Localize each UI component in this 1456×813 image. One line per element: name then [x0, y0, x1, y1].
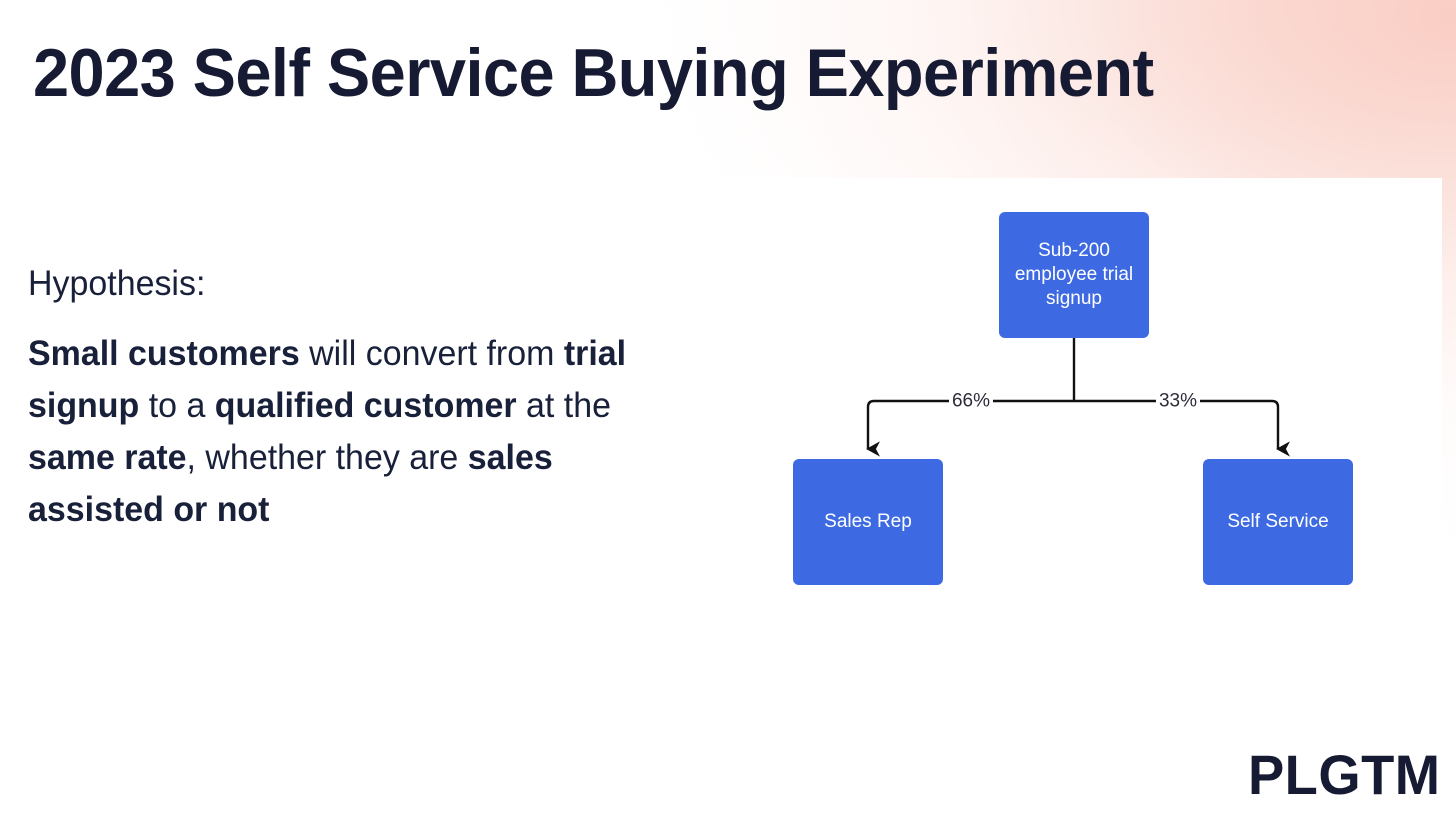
hypothesis-text-block: Hypothesis: Small customers will convert… [28, 262, 688, 536]
flow-node-trial-signup[interactable]: Sub-200 employee trial signup [999, 212, 1149, 338]
flow-node-sales-rep[interactable]: Sales Rep [793, 459, 943, 585]
brand-wordmark: PLGTM [1247, 743, 1440, 806]
hypothesis-label: Hypothesis: [28, 264, 206, 303]
hypothesis-statement: Small customers will convert from trial … [28, 334, 627, 529]
page-title: 2023 Self Service Buying Experiment [33, 35, 1154, 111]
flow-node-self-service[interactable]: Self Service [1203, 459, 1353, 585]
